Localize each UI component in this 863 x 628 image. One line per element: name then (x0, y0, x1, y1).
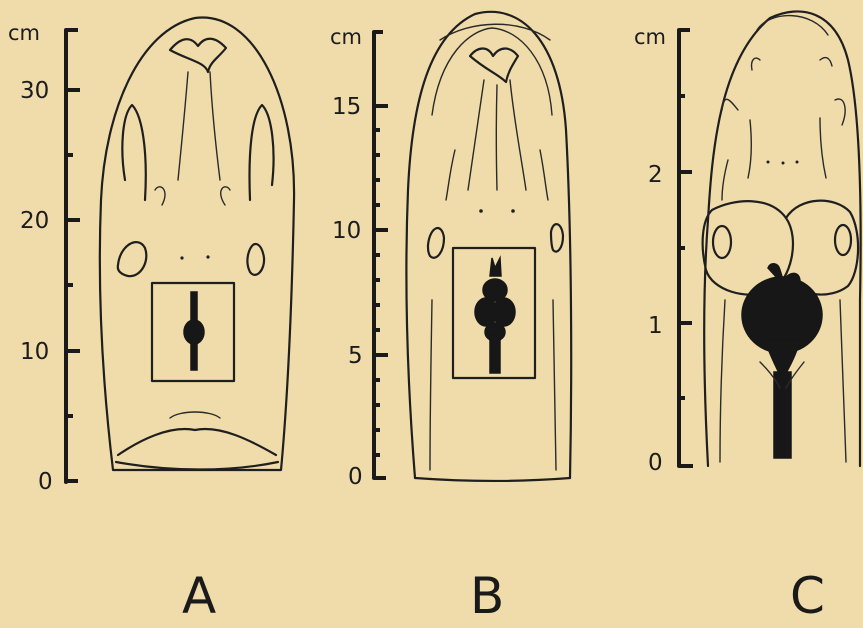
panel-b-label: B (470, 567, 504, 625)
panel-b-unit-label: cm (330, 25, 362, 49)
panel-c-brain (742, 264, 822, 458)
panel-b-tick-label: 15 (332, 94, 361, 120)
panel-c-unit-label: cm (634, 25, 666, 49)
panel-a-tick-label: 30 (20, 78, 49, 104)
panel-b-tick-label: 0 (348, 464, 363, 490)
panel-c-tick-label: 0 (648, 450, 663, 476)
panel-a-brain-box (152, 283, 234, 381)
panel-b-scale-bar: cm 15 10 5 0 (330, 25, 388, 490)
panel-a-unit-label: cm (8, 21, 40, 45)
panel-b-head-outline (406, 12, 571, 481)
panel-b: cm 15 10 5 0 (330, 12, 571, 625)
panel-c-tick-label: 1 (648, 313, 663, 339)
panel-b-tick-label: 10 (332, 218, 361, 244)
panel-c: cm 2 1 0 (634, 11, 861, 625)
panel-b-tick-label: 5 (348, 343, 363, 369)
panel-a-tick-label: 10 (20, 339, 49, 365)
panel-a-scale-bar: cm 30 20 10 0 (8, 21, 80, 495)
panel-c-tick-label: 2 (648, 162, 663, 188)
panel-a-head-outline (100, 18, 294, 470)
panel-a-tick-label: 20 (20, 208, 49, 234)
panel-a-tick-label: 0 (38, 469, 53, 495)
panel-a-label: A (182, 567, 216, 625)
panel-b-brain-box (453, 248, 535, 378)
panel-c-scale-bar: cm 2 1 0 (634, 25, 693, 476)
panel-a: cm 30 20 10 0 (8, 18, 294, 625)
panel-c-label: C (790, 567, 825, 625)
